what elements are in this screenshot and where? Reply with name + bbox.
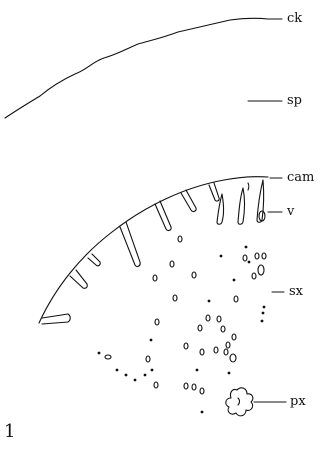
ray [70, 270, 87, 288]
ray [238, 188, 245, 224]
vessel [243, 255, 247, 261]
label-secondary-phloem: sp [287, 94, 302, 107]
vessel [255, 253, 259, 259]
ray [257, 180, 264, 222]
vessel [146, 356, 150, 362]
ray [248, 183, 249, 190]
ray [181, 190, 196, 211]
vessel [184, 343, 188, 349]
dot [261, 320, 264, 323]
dot [201, 411, 204, 414]
ray [120, 222, 140, 266]
label-secondary-xylem: sx [289, 285, 303, 298]
primary-xylem-inner [238, 398, 240, 405]
vessel [232, 334, 236, 340]
vessel [234, 296, 238, 302]
dot [220, 255, 223, 258]
dot [228, 372, 231, 375]
figure-number: 1 [4, 423, 15, 441]
dot [262, 312, 265, 315]
vessel [214, 347, 218, 353]
dot [144, 374, 147, 377]
vessel [200, 349, 204, 355]
vessel [184, 383, 188, 389]
vessel [173, 295, 177, 301]
vessel [170, 261, 174, 267]
vessel [154, 382, 158, 388]
label-cambium: cam [287, 171, 314, 184]
cambium-arc [39, 177, 268, 323]
vessel [105, 355, 111, 359]
vessel [155, 319, 159, 325]
label-cork: ck [287, 12, 302, 25]
vessel [192, 272, 196, 278]
ray [42, 314, 70, 324]
cork-outline [5, 18, 268, 118]
dot [116, 369, 119, 372]
dot [245, 246, 248, 249]
vessel [224, 349, 228, 355]
ray [217, 194, 224, 224]
dot [134, 379, 137, 382]
vessel [153, 275, 157, 281]
dot [125, 374, 128, 377]
ray [155, 201, 171, 230]
dot [208, 300, 211, 303]
vessel [226, 342, 230, 348]
label-primary-xylem: px [290, 395, 306, 408]
dot [150, 339, 153, 342]
vessel [192, 384, 196, 390]
dot [196, 369, 199, 372]
ray-group [42, 180, 264, 324]
ray [88, 254, 100, 266]
vessel [217, 316, 221, 322]
dot [151, 369, 154, 372]
dot [263, 306, 266, 309]
label-vessel: v [287, 205, 294, 218]
vessel [230, 354, 236, 362]
dot [98, 352, 101, 355]
vessel [221, 326, 225, 332]
ray [209, 183, 219, 201]
dot [233, 279, 236, 282]
vessel [178, 236, 182, 242]
vessel [200, 388, 204, 394]
vessel [258, 265, 264, 275]
vessel [206, 315, 210, 321]
vessel [198, 325, 202, 331]
vessel [262, 253, 266, 259]
dot [248, 261, 251, 264]
vessel-group [105, 211, 266, 394]
vessel [252, 273, 256, 279]
